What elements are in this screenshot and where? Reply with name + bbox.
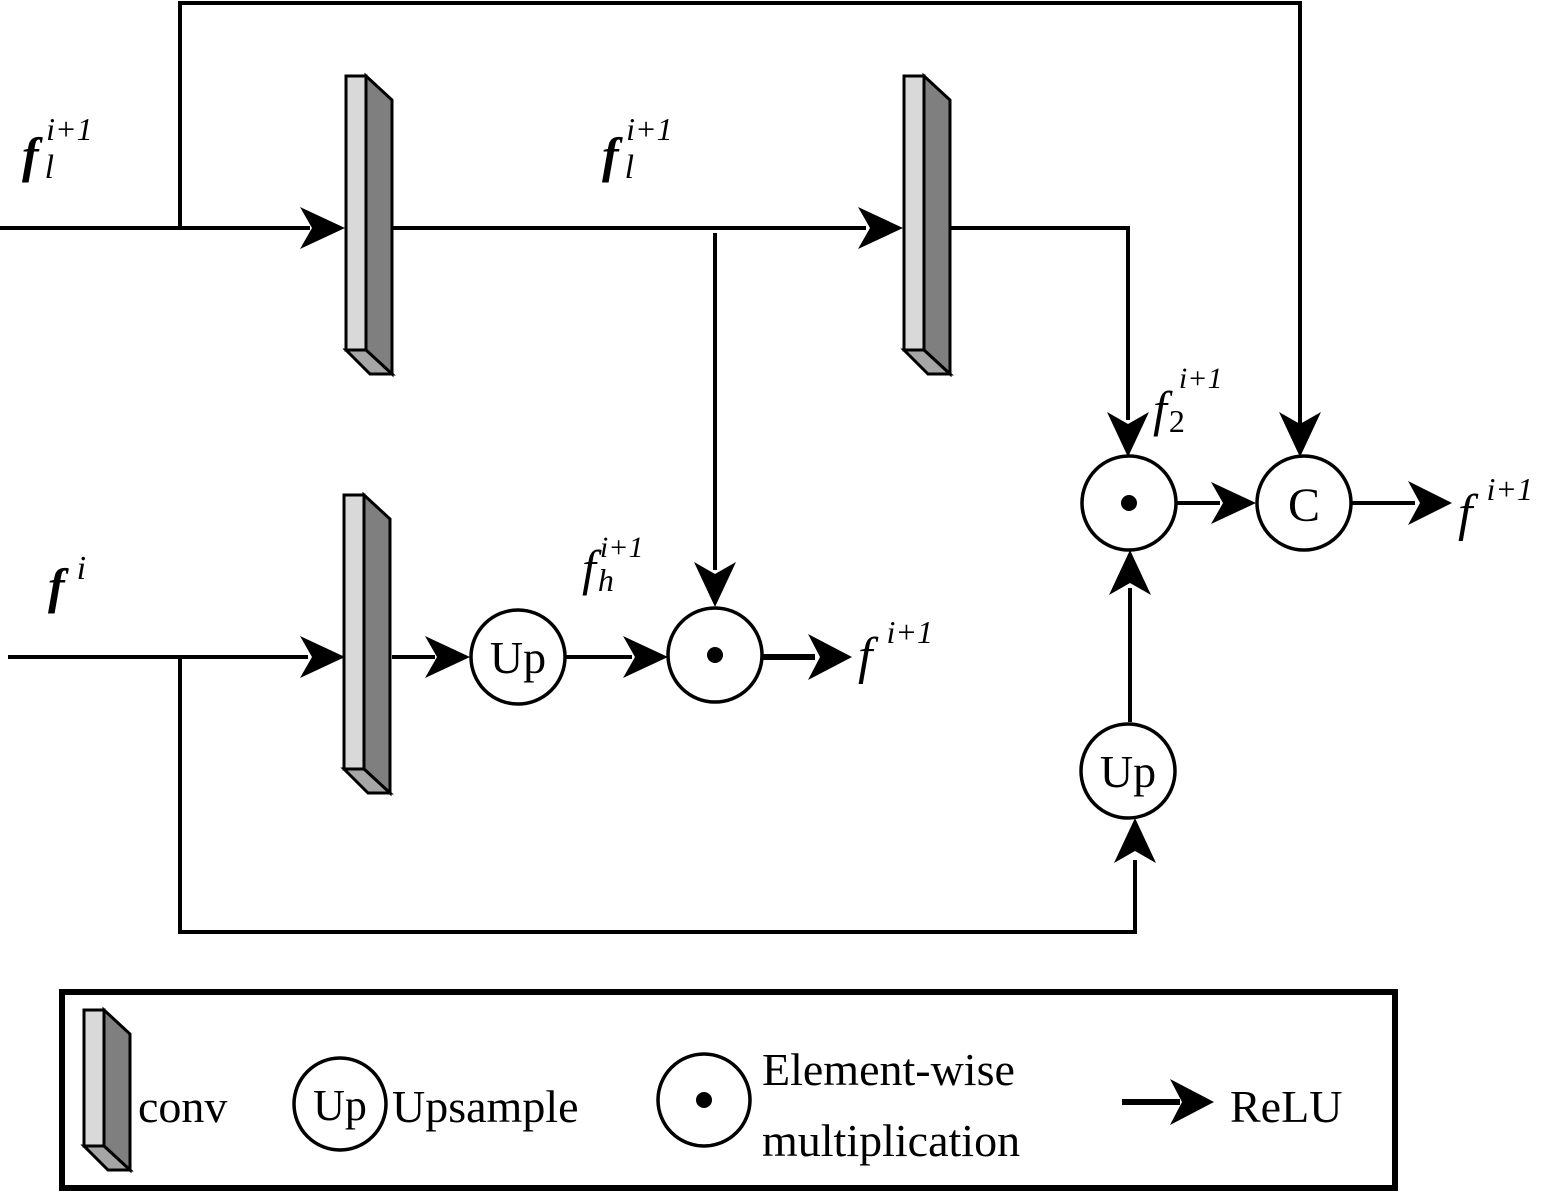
legend-conv-icon — [80, 1006, 134, 1174]
legend-upsample-label: Upsample — [392, 1081, 579, 1132]
arrowhead — [1279, 412, 1321, 457]
skip-connection-top — [178, 1, 1302, 425]
arrowhead — [1114, 818, 1156, 863]
multiply-node-2 — [1080, 454, 1178, 552]
conv-block-1 — [342, 72, 396, 378]
arrowhead — [1408, 481, 1452, 525]
conv-block-3 — [340, 491, 394, 797]
arrowhead — [300, 636, 345, 678]
dot-icon — [696, 1092, 712, 1108]
legend-multiply-label-2: multiplication — [762, 1115, 1020, 1166]
svg-text:Up: Up — [313, 1081, 367, 1130]
legend-multiply-icon — [656, 1052, 752, 1148]
conv-block-2 — [900, 72, 954, 378]
wire-conv2-mult2 — [950, 226, 1130, 420]
legend-multiply-label-1: Element-wise — [762, 1044, 1015, 1095]
upsample-node-1: Up — [469, 608, 567, 706]
wires — [0, 1, 1415, 934]
concat-node: C — [1255, 454, 1353, 552]
legend: conv Up Upsample Element-wise multiplica… — [59, 989, 1398, 1191]
concat-node-label: C — [1288, 479, 1320, 532]
arrowheads — [300, 207, 1452, 863]
legend-upsample-icon: Up — [292, 1056, 388, 1152]
wire-bottom-loop — [178, 657, 1137, 934]
dot-icon — [1121, 495, 1137, 511]
arrowhead — [858, 207, 903, 249]
arrowhead — [694, 562, 736, 607]
arrowhead — [1211, 482, 1256, 524]
dot-icon — [707, 647, 723, 663]
label-fh: fhi+1 — [582, 531, 644, 598]
upsample-node-label: Up — [1100, 746, 1156, 797]
multiply-node-1 — [666, 606, 764, 704]
arrowhead — [300, 207, 345, 249]
arrowhead — [1109, 550, 1151, 595]
upsample-node-2: Up — [1079, 722, 1177, 820]
legend-relu-label: ReLU — [1230, 1081, 1342, 1132]
label-f2: f2i+1 — [1153, 362, 1223, 439]
upsample-node-label: Up — [490, 632, 546, 683]
legend-conv-label: conv — [138, 1081, 227, 1132]
arrowhead — [808, 634, 852, 680]
arrowhead — [1107, 412, 1149, 457]
arrowhead — [623, 636, 668, 678]
legend-relu-arrow-icon — [1122, 1079, 1214, 1125]
arrowhead — [425, 636, 470, 678]
